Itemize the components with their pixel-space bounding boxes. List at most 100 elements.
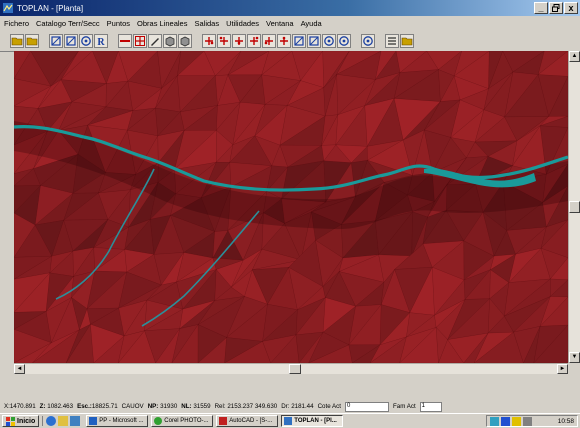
terrain-facet (545, 185, 568, 228)
cauov-label: CAUOV (121, 403, 144, 410)
menu-puntos[interactable]: Puntos (106, 18, 131, 28)
gear-icon (324, 35, 334, 46)
restore-button[interactable] (549, 2, 563, 14)
list-button[interactable] (385, 33, 399, 48)
line-button[interactable] (118, 33, 132, 48)
terrain-facet (542, 163, 568, 203)
task-corel[interactable]: Corel PHOTO-... (151, 415, 214, 427)
terrain-facet (453, 51, 490, 77)
z-coordinate: Z: 1082.463 (39, 403, 74, 410)
grid2-button[interactable] (64, 33, 78, 48)
view3d-button[interactable] (163, 33, 177, 48)
terrain-facet (548, 76, 568, 117)
gear-button[interactable] (322, 33, 336, 48)
scroll-left-arrow[interactable]: ◄ (14, 364, 25, 374)
terrain-facet (212, 230, 229, 259)
scroll-down-arrow[interactable]: ▼ (569, 352, 580, 363)
pen-button[interactable] (148, 33, 162, 48)
menu-ayuda[interactable]: Ayuda (300, 18, 322, 28)
terrain-facet (407, 194, 436, 213)
terrain-facet (262, 334, 297, 363)
point-plus-icon (205, 36, 214, 45)
cote-act-label: Cote Act (317, 403, 341, 410)
network-icon[interactable] (501, 416, 510, 426)
refresh-button[interactable] (361, 33, 375, 48)
clock: 10:58 (557, 417, 574, 425)
globe-button[interactable] (79, 33, 93, 48)
terrain-facet (129, 162, 159, 191)
menu-catalogo[interactable]: Catalogo Terr/Secc (36, 18, 100, 28)
terrain-facet (325, 271, 356, 307)
save-button[interactable] (25, 33, 39, 48)
terrain-facet (93, 226, 129, 250)
terrain-facet (14, 212, 36, 258)
printer-icon[interactable] (523, 416, 532, 426)
vertical-scrollbar[interactable]: ▲ ▼ (568, 51, 580, 363)
terrain-facet (58, 101, 107, 131)
plan-view-canvas[interactable] (14, 51, 568, 363)
task-microsoft[interactable]: PP - Microsoft ... (86, 415, 149, 427)
terrain-facet (128, 182, 159, 228)
terrain-facet (30, 51, 79, 87)
terrain-facet (315, 239, 344, 288)
profile-icon (309, 35, 319, 46)
terrain-facet (424, 129, 452, 174)
start-button[interactable]: Inicio (2, 415, 40, 427)
horizontal-scrollbar[interactable]: ◄ ► (14, 363, 568, 374)
cross-button[interactable] (133, 33, 147, 48)
terrain-facet (403, 101, 441, 141)
menu-obras-lineales[interactable]: Obras Lineales (137, 18, 188, 28)
terrain-facet (229, 135, 256, 163)
status-bar: X:1470.891 Z: 1082.463 Esc.:18825.71 CAU… (0, 400, 580, 413)
outlook-icon[interactable] (58, 416, 69, 426)
folder-button[interactable] (400, 33, 414, 48)
terrain-facet (487, 298, 505, 334)
task-toplan[interactable]: TOPLAN - [Pl... (281, 415, 344, 427)
globe-icon (81, 35, 91, 46)
menu-utilidades[interactable]: Utilidades (226, 18, 260, 28)
point-del-icon (264, 36, 273, 45)
vertical-scroll-thumb[interactable] (569, 201, 580, 213)
r-button[interactable]: R (94, 33, 108, 48)
toplan-task-icon (284, 417, 293, 425)
minimize-button[interactable]: _ (534, 2, 548, 14)
terrain-facet (124, 218, 155, 255)
terrain-facet (87, 106, 133, 126)
scroll-right-arrow[interactable]: ► (557, 364, 568, 374)
desktop-icon[interactable] (70, 416, 81, 426)
scroll-up-arrow[interactable]: ▲ (569, 51, 580, 62)
terrain-facet (45, 272, 74, 313)
ie-icon[interactable] (46, 416, 57, 426)
open-button[interactable] (10, 33, 24, 48)
dr-readout: Dr: 2181.44 (281, 403, 314, 410)
terrain-facet (335, 105, 366, 146)
antivirus-icon[interactable] (512, 416, 521, 426)
point-edit-button[interactable] (277, 33, 291, 48)
menu-fichero[interactable]: Fichero (4, 18, 30, 28)
menu-ventana[interactable]: Ventana (266, 18, 294, 28)
toplan-app-icon (3, 3, 13, 13)
point-minus-button[interactable] (217, 33, 231, 48)
terrain-facet (254, 104, 288, 137)
point-move-button[interactable] (232, 33, 246, 48)
terrain-facet (157, 130, 185, 164)
task-autocad[interactable]: AutoCAD - [S-... (216, 415, 279, 427)
point-plus-button[interactable] (202, 33, 216, 48)
terrain-facet (323, 74, 337, 117)
cube-button[interactable] (178, 33, 192, 48)
point-add-button[interactable] (247, 33, 261, 48)
palette-button[interactable] (337, 33, 351, 48)
fam-act-field[interactable]: 1 (419, 401, 442, 412)
point-del-button[interactable] (262, 33, 276, 48)
region-button[interactable] (292, 33, 306, 48)
terrain-facet (338, 254, 379, 272)
horizontal-scroll-thumb[interactable] (289, 364, 301, 374)
terrain-facet (215, 259, 244, 288)
menu-salidas[interactable]: Salidas (194, 18, 220, 28)
cote-act-field[interactable]: 0 (344, 401, 389, 412)
close-button[interactable]: x (564, 2, 578, 14)
grid-button[interactable] (49, 33, 63, 48)
terrain-facet (341, 220, 376, 259)
profile-button[interactable] (307, 33, 321, 48)
volume-icon[interactable] (490, 416, 499, 426)
